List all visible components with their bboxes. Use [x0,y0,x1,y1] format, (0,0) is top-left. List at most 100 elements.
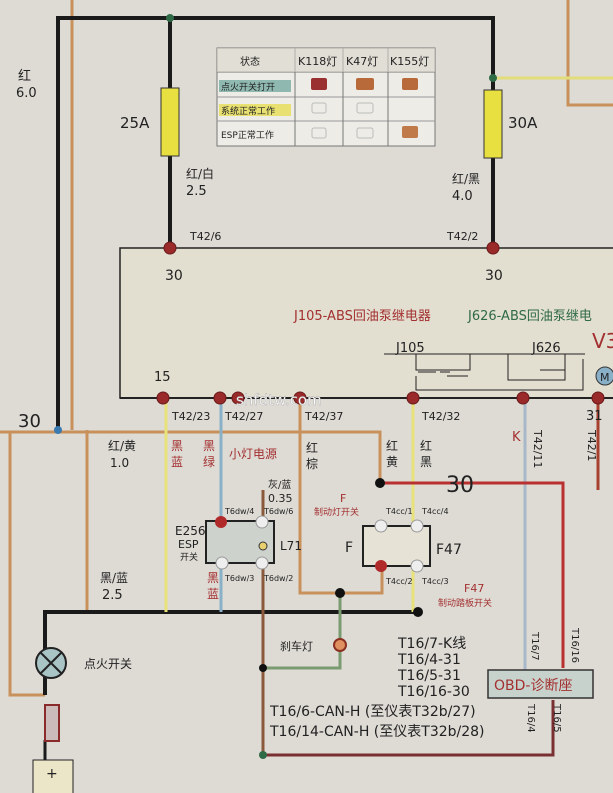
wire-size-label: 2.5 [186,184,207,199]
table-row-label: 点火开关打开 [221,81,275,93]
pin-label: T6dw/6 [263,507,293,516]
obd-line: T16/7-K线 [397,636,466,652]
lamp-icon [258,541,268,551]
pin-label: T4cc/4 [421,507,449,516]
lamp-off-icon [356,127,374,139]
wire-size-label: 0.35 [268,492,293,505]
fuse-icon [44,704,60,742]
red-wire-30 [380,481,565,668]
can-line: T16/14-CAN-H (至仪表T32b/28) [269,724,485,740]
connector-pin [375,560,387,572]
component-label: F [340,492,346,505]
pin-label: T42/6 [189,230,221,243]
small-light-power-label: 小灯电源 [229,447,277,461]
component-label: F47 [436,542,462,558]
pin-label: T42/32 [421,410,460,423]
pin-label: 15 [154,370,171,385]
obd-line: T16/5-31 [397,668,461,684]
brake-switch-box [362,525,431,567]
pin-label: T42/23 [171,410,210,423]
lamp-off-icon [311,102,327,114]
svg-text:蓝: 蓝 [207,587,219,601]
svg-text:红: 红 [420,438,432,453]
lamp-off-icon [311,127,327,139]
connector-pins [156,241,605,405]
terminal-label: 30 [165,268,183,284]
svg-text:棕: 棕 [306,456,318,471]
pin-label: T4cc/2 [385,577,413,586]
motor-icon [595,366,613,386]
terminal-label: 30 [485,268,503,284]
warning-lamp-icon [311,78,327,90]
junction-dot [375,478,385,488]
ignition-switch-label: 点火开关 [84,657,132,671]
fuse-rating: 25A [120,114,150,132]
relay-circuit [384,353,585,391]
connector-pin [215,516,227,528]
table-header: 状态 [240,55,260,68]
motor-symbol: M [600,371,610,384]
watermark: shfdtw.com [236,391,322,409]
svg-text:黑: 黑 [171,439,183,453]
fuse-30a [483,89,503,159]
k-line-label: K [512,430,521,445]
dark-red-wire [263,700,555,757]
warning-lamp-icon [402,78,418,90]
lamp-flash-icon [402,126,418,138]
pin-label: T42/27 [224,410,263,423]
component-label: 制动灯开关 [314,506,359,518]
wire-size-label: 6.0 [16,86,37,101]
svg-text:红: 红 [306,440,318,455]
svg-text:黑: 黑 [203,439,215,453]
pin-label: T6dw/3 [224,574,254,583]
component-label: ESP [178,538,199,551]
svg-text:黑: 黑 [420,455,432,469]
component-label: 开关 [180,551,198,563]
wire-size-label: 2.5 [102,588,123,603]
svg-text:绿: 绿 [203,454,215,469]
wire-color-label: 红/白 [186,166,214,181]
brake-light-icon [333,638,347,652]
green-wire-brake [263,593,342,670]
wire-color-label: 灰/蓝 [268,478,291,491]
relay-label: J105 [395,341,425,356]
pin-label: 31 [586,409,603,424]
svg-text:蓝: 蓝 [171,455,183,469]
wire-size-label: 4.0 [452,189,473,204]
obd-line: T16/4-31 [397,652,461,668]
component-label: 制动踏板开关 [438,597,492,609]
terminal-30-label: 30 [446,473,474,498]
junction-dot [54,426,62,434]
can-line: T16/6-CAN-H (至仪表T32b/27) [269,704,476,720]
pin-label: T42/11 [531,429,544,468]
pin-label: T42/1 [585,429,598,461]
connector-pins [374,519,424,573]
fuse-25a [160,87,180,157]
obd-line: T16/16-30 [397,684,470,700]
terminal-30-label: 30 [18,411,41,432]
module-title: J105-ABS回油泵继电器 [293,309,431,324]
wire-color-label: 红 [18,68,31,84]
table-header: K155灯 [390,55,429,68]
junction-dot [335,588,345,598]
svg-text:红: 红 [386,438,398,453]
svg-text:黑: 黑 [207,571,219,585]
motor-label: V3 [592,329,613,353]
lamp-off-icon [356,102,374,114]
component-label: L71 [280,539,302,553]
brake-light-label: 刹车灯 [280,639,313,653]
wire-size-label: 1.0 [110,456,129,470]
junction-dot [489,74,497,82]
battery-icon [32,759,74,793]
pin-label: T4cc/3 [421,577,449,586]
pin-label: T16/16 [569,627,580,663]
pin-label: T16/5 [551,703,562,733]
obd-label: OBD-诊断座 [494,678,572,694]
obd-connector [487,669,594,699]
junction-dot [166,14,174,22]
abs-relay-module [119,247,613,399]
component-label: F [345,540,353,556]
pin-label: T16/4 [525,703,536,733]
table-row-label: ESP正常工作 [221,129,274,141]
